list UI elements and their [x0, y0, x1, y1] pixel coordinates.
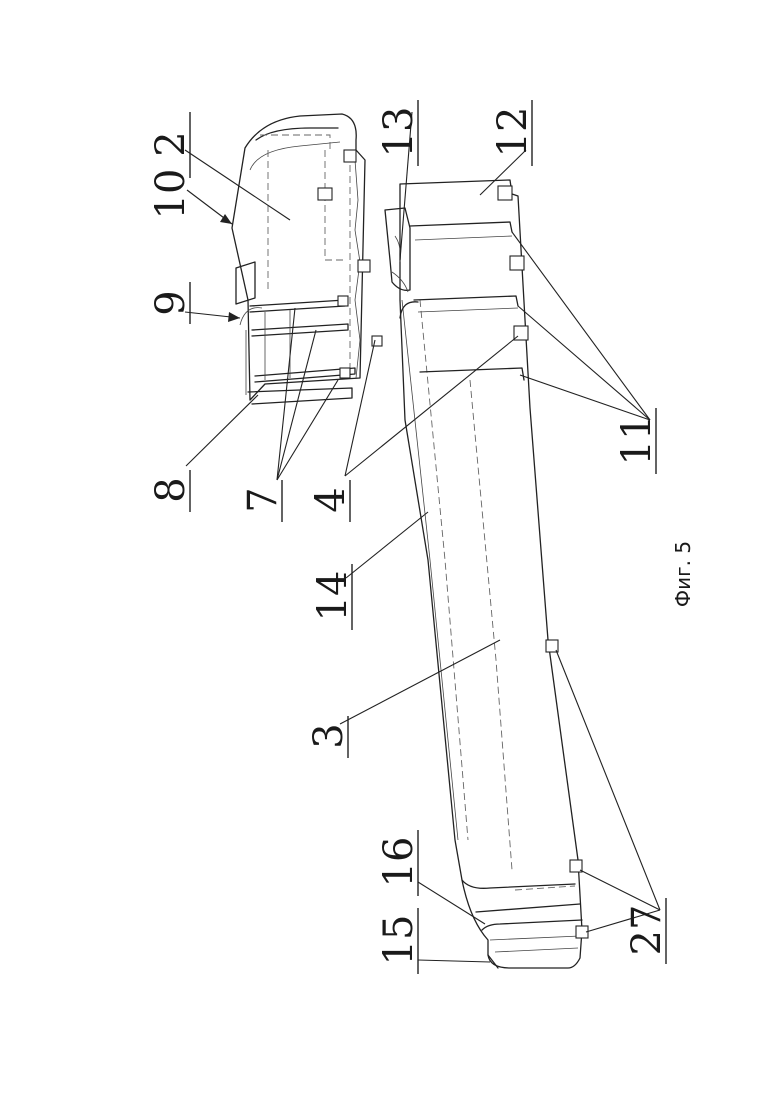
label-10: 10 [148, 169, 194, 220]
label-27: 27 [624, 905, 670, 956]
label-12: 12 [490, 107, 536, 158]
label-16: 16 [376, 837, 422, 888]
label-15: 15 [376, 915, 422, 966]
label-9: 9 [148, 290, 194, 315]
upper-housing-part [232, 114, 382, 404]
label-3: 3 [306, 723, 352, 748]
label-14: 14 [310, 571, 356, 622]
label-4: 4 [308, 487, 354, 512]
figure-caption: Фиг. 5 [671, 541, 695, 607]
label-8: 8 [148, 477, 194, 502]
label-13: 13 [376, 107, 422, 158]
label-11: 11 [614, 415, 660, 466]
label-2: 2 [148, 131, 194, 156]
reference-labels: 2 10 9 8 7 4 13 12 11 14 3 16 15 27 [148, 100, 670, 974]
label-7: 7 [240, 487, 286, 512]
